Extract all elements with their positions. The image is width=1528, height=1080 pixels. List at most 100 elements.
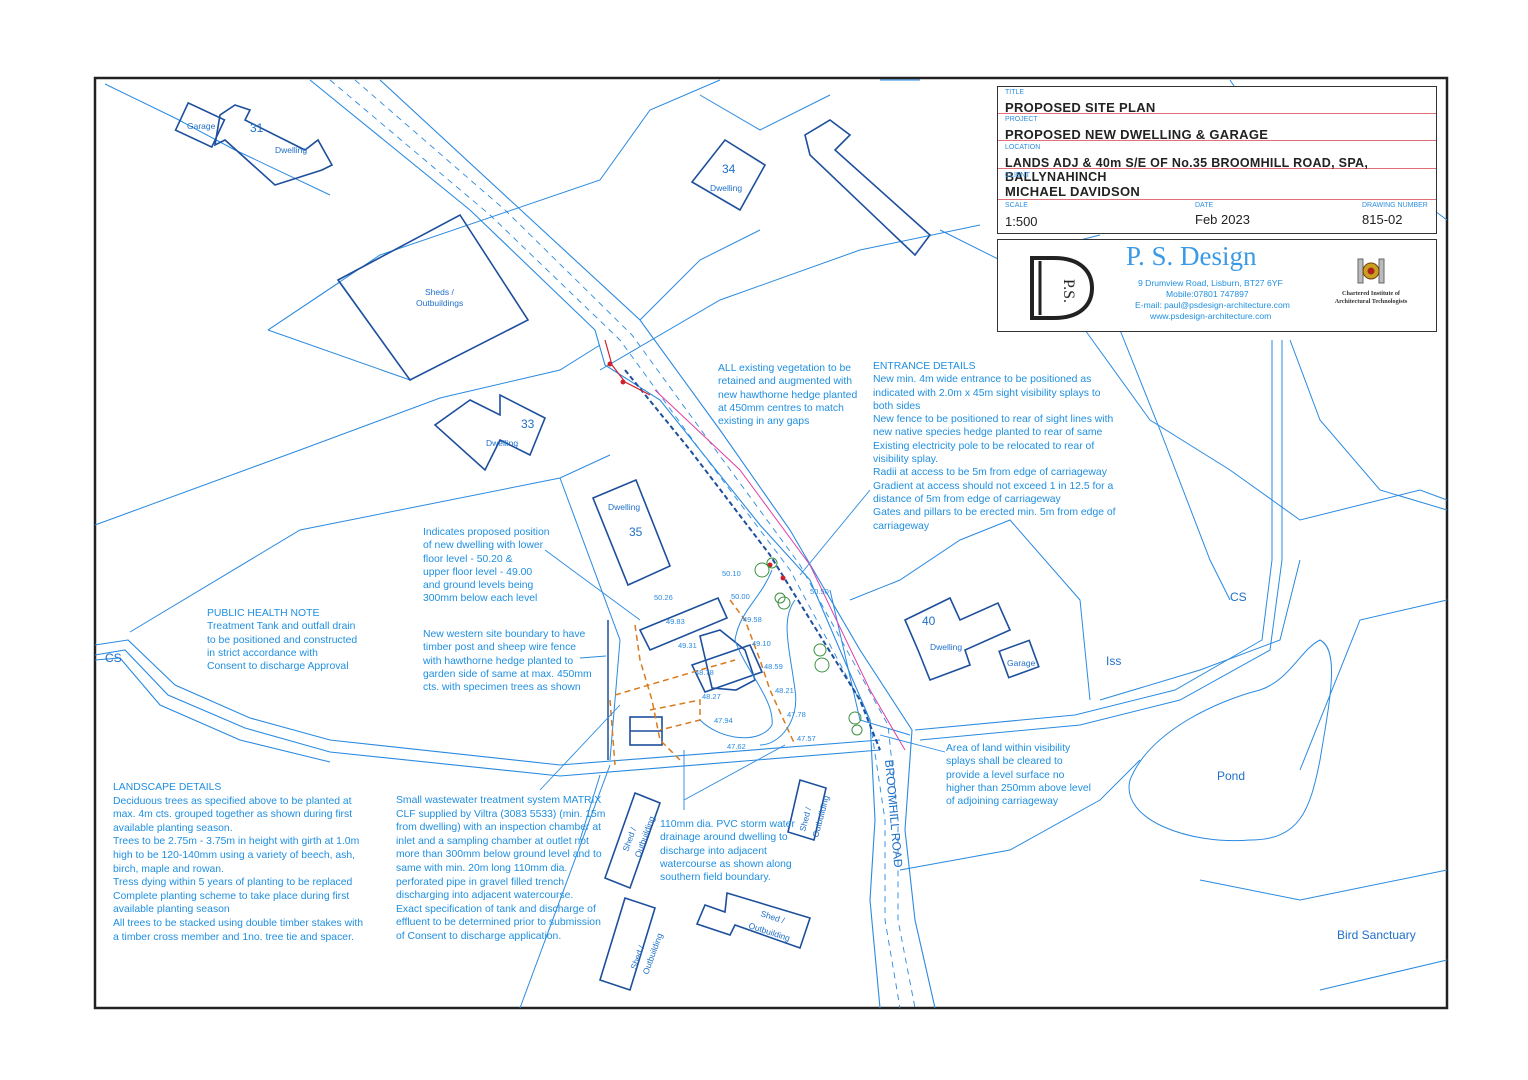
site-boundary	[609, 599, 796, 766]
svg-text:P.S.: P.S.	[1060, 279, 1077, 303]
note-visibility-area: Area of land within visibility splays sh…	[946, 742, 1091, 808]
note-line: upper floor level - 49.00	[423, 566, 533, 578]
company-email[interactable]: E-mail: paul@psdesign-architecture.com	[1135, 300, 1290, 310]
spot-level: 49.58	[743, 615, 762, 624]
ps-logo-icon: P.S.	[1030, 256, 1094, 320]
spot-levels: 50.10 50.26 50.00 49.83 50.50 49.58 49.3…	[654, 569, 829, 751]
label-sheds: Sheds /	[425, 287, 454, 297]
location-label: LOCATION	[1005, 144, 1041, 151]
note-line: birch, maple and rowan.	[113, 863, 224, 875]
note-line: both sides	[873, 400, 921, 412]
label-shed-d-2: Outbuilding	[747, 920, 791, 943]
note-line: garden side of same at max. 450mm	[423, 668, 592, 680]
note-line: of Consent to discharge application.	[396, 930, 562, 942]
sheds-outbuildings	[336, 213, 530, 382]
note-line: Gates and pillars to be erected min. 5m …	[873, 507, 1116, 519]
spot-level: 47.62	[727, 742, 746, 751]
note-line: CLF supplied by Viltra (3083 5533) (min.…	[396, 808, 606, 820]
note-line: to be positioned and constructed	[207, 634, 358, 646]
dwelling-40	[903, 596, 1012, 682]
scale-value: 1:500	[1005, 214, 1038, 229]
label-broomhill-road: BROOMHILL ROAD	[882, 759, 905, 868]
note-line: floor level - 50.20 &	[423, 553, 513, 565]
driveway-inner	[759, 599, 797, 746]
label-cs-west: CS	[105, 651, 122, 665]
note-line: Indicates proposed position	[423, 527, 550, 538]
spot-level: 50.50	[810, 587, 829, 596]
label-garage-31: Garage	[187, 121, 216, 131]
note-line: new native species hedge planted to rear…	[873, 427, 1103, 439]
note-vegetation: ALL existing vegetation to be retained a…	[718, 362, 857, 428]
note-line: carriageway	[873, 520, 930, 532]
label-31: 31	[250, 121, 264, 135]
title-block: TITLE PROPOSED SITE PLAN PROJECT PROPOSE…	[997, 86, 1437, 234]
company-website[interactable]: www.psdesign-architecture.com	[1150, 311, 1272, 321]
label-shed-d: Shed /	[759, 908, 786, 925]
label-40: 40	[922, 614, 936, 628]
note-line: drainage around dwelling to	[660, 832, 788, 844]
note-line: retained and augmented with	[718, 376, 853, 388]
note-line: in strict accordance with	[207, 647, 318, 659]
note-line: New fence to be positioned to rear of si…	[873, 414, 1114, 426]
note-heading: LANDSCAPE DETAILS	[113, 782, 222, 793]
location: LANDS ADJ & 40m S/E OF No.35 BROOMHILL R…	[1005, 156, 1369, 184]
label-34: 34	[722, 162, 736, 176]
note-line: Small wastewater treatment system MATRIX	[396, 795, 602, 806]
note-line: effluent to be determined prior to submi…	[396, 917, 601, 929]
note-line: cts. with specimen trees as shown	[423, 682, 581, 694]
note-line: Area of land within visibility	[946, 743, 1071, 754]
note-line: at 450mm centres to match	[718, 402, 844, 414]
dwelling-34	[690, 138, 767, 212]
note-storm-drainage: 110mm dia. PVC storm water drainage arou…	[660, 818, 795, 884]
note-line: New western site boundary to have	[423, 629, 586, 640]
note-line: visibility splay.	[873, 454, 939, 466]
proposed-dwelling-south	[690, 644, 764, 693]
spot-level: 47.78	[787, 710, 806, 719]
driveway	[699, 569, 773, 739]
pond	[1128, 639, 1333, 842]
note-line: All trees to be stacked using double tim…	[113, 917, 364, 929]
label-iss: Iss	[1106, 654, 1121, 668]
note-line: and ground levels being	[423, 580, 534, 592]
dwelling-33	[433, 393, 547, 472]
label-dwelling-31: Dwelling	[275, 145, 307, 155]
drawing-number: 815-02	[1362, 212, 1403, 227]
institute-line-2: Architectural Technologists	[1334, 298, 1408, 305]
note-line: new hawthorne hedge planted	[718, 389, 858, 401]
institute-line-1: Chartered Institute of	[1342, 290, 1400, 297]
note-line: 110mm dia. PVC storm water	[660, 819, 795, 830]
note-line: Trees to be 2.75m - 3.75m in height with…	[113, 836, 360, 848]
project-name: PROPOSED NEW DWELLING & GARAGE	[1005, 127, 1269, 142]
spot-level: 48.59	[764, 662, 783, 671]
note-line: ALL existing vegetation to be	[718, 363, 852, 374]
note-line: same with min. 20m long 110mm dia.	[396, 862, 568, 874]
spot-level: 48.78	[695, 668, 714, 677]
client-name: MICHAEL DAVIDSON	[1005, 184, 1141, 199]
note-line: a timber cross member and 1no. tree tie …	[113, 931, 354, 943]
note-line: Exact specification of tank and discharg…	[396, 903, 596, 915]
dwelling-35	[591, 478, 672, 587]
note-landscape-details: LANDSCAPE DETAILS Deciduous trees as spe…	[113, 781, 363, 944]
note-line: of adjoining carriageway	[946, 796, 1059, 808]
label-shed-c-2: Outbuilding	[640, 932, 664, 976]
note-entrance-details: ENTRANCE DETAILS New min. 4m wide entran…	[873, 360, 1116, 533]
label-bird-sanctuary: Bird Sanctuary	[1337, 928, 1416, 942]
ciat-crest-icon	[1357, 258, 1385, 284]
label-garage-40: Garage	[1007, 658, 1036, 668]
note-line: available planting season.	[113, 822, 233, 834]
note-line: Treatment Tank and outfall drain	[207, 621, 356, 633]
note-line: max. 4m cts. grouped together as shown d…	[113, 809, 353, 821]
spot-level: 49.31	[678, 641, 697, 650]
note-line: higher than 250mm above level	[946, 782, 1091, 794]
shed-c	[599, 896, 656, 992]
shed-d	[695, 891, 812, 950]
note-line: Complete planting scheme to take place d…	[113, 890, 350, 902]
title-label: TITLE	[1005, 89, 1025, 96]
spot-level: 48.27	[702, 692, 721, 701]
leader-lines	[539, 489, 946, 810]
note-line: available planting season	[113, 904, 230, 916]
note-line: watercourse as shown along	[660, 858, 792, 870]
note-line: discharge into adjacent	[660, 845, 767, 857]
note-line: provide a level surface no	[946, 769, 1065, 781]
